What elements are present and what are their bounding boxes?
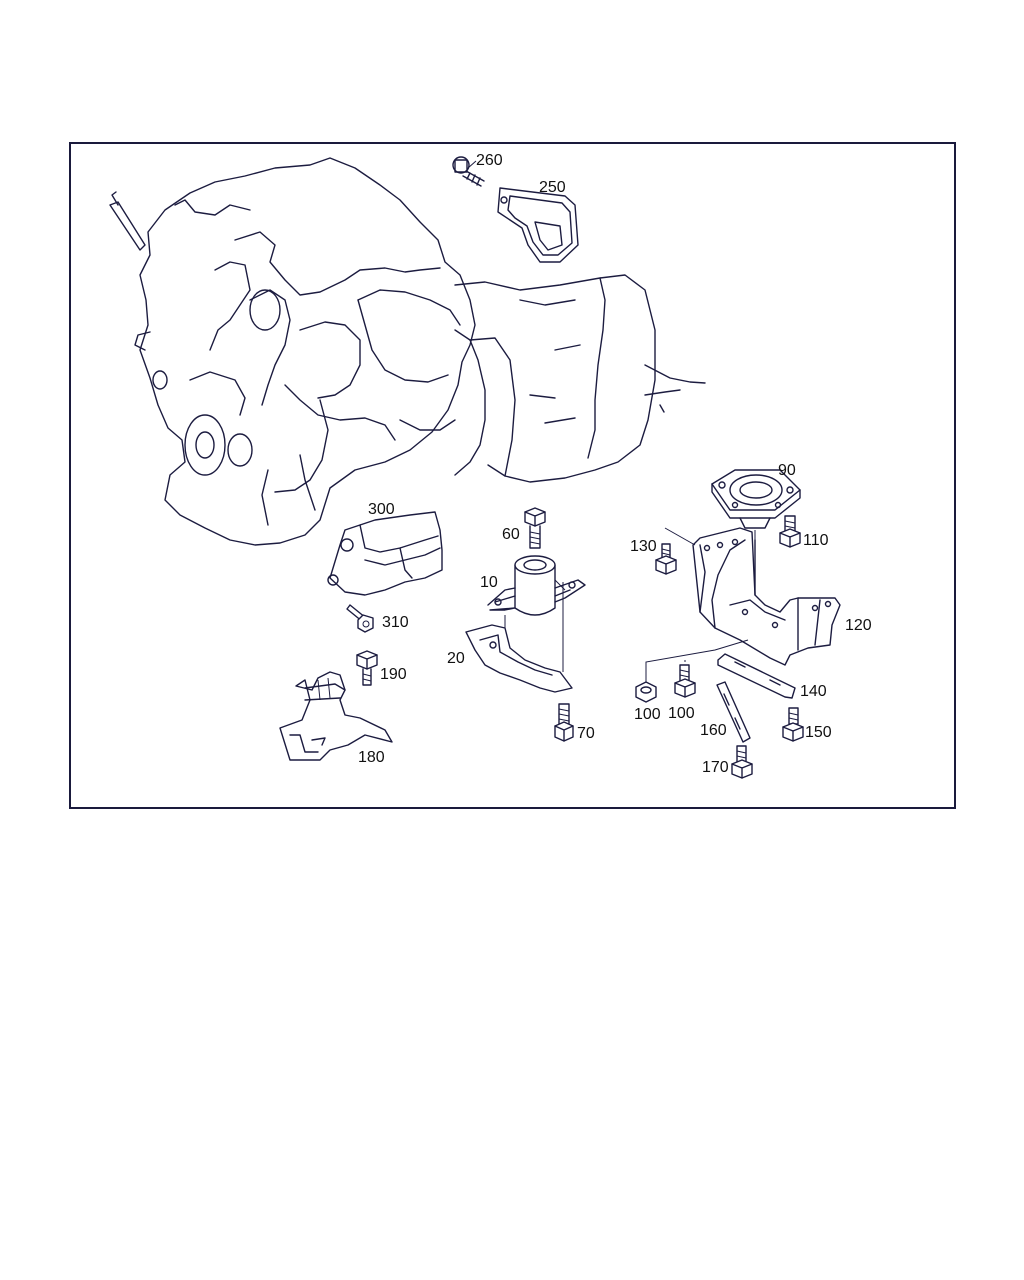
callout-label-260: 260 — [476, 152, 503, 169]
callout-label-250: 250 — [539, 179, 566, 196]
callout-label-130: 130 — [630, 538, 657, 555]
part-150-bolt — [782, 707, 804, 742]
part-120-crossmember-bracket — [692, 527, 841, 666]
part-20-heat-shield — [465, 615, 573, 693]
callout-label-100-nut: 100 — [634, 706, 661, 723]
callout-label-140: 140 — [800, 683, 827, 700]
callout-label-20: 20 — [447, 650, 465, 667]
callout-label-160: 160 — [700, 722, 727, 739]
part-190-bolt — [356, 650, 378, 686]
part-300-bracket — [327, 511, 443, 596]
engine-illustration — [109, 157, 476, 546]
part-90-rubber-mount — [711, 469, 801, 529]
part-100-bolt — [674, 664, 696, 698]
callout-label-180: 180 — [358, 749, 385, 766]
callout-label-120: 120 — [845, 617, 872, 634]
callout-label-300: 300 — [368, 501, 395, 518]
callout-label-110: 110 — [803, 532, 829, 549]
leader-lines — [562, 527, 756, 682]
part-110-bolt — [779, 515, 801, 548]
part-180-bracket — [279, 671, 393, 761]
callout-label-10: 10 — [480, 574, 498, 591]
callout-label-150: 150 — [805, 724, 832, 741]
part-170-bolt — [731, 745, 753, 779]
callout-label-90: 90 — [778, 462, 796, 479]
part-130-bolt — [655, 543, 677, 575]
diagram-frame — [69, 142, 956, 809]
callout-label-100-bolt: 100 — [668, 705, 695, 722]
part-70-bolt — [554, 703, 574, 742]
transmission-illustration — [454, 274, 706, 483]
callout-label-170: 170 — [702, 759, 729, 776]
callout-label-190: 190 — [380, 666, 407, 683]
callout-label-310: 310 — [382, 614, 409, 631]
part-140-strap — [717, 653, 796, 699]
part-160-strap — [716, 681, 751, 743]
part-260-bolt — [452, 156, 485, 187]
part-10-engine-mount — [487, 555, 586, 616]
callout-label-60: 60 — [502, 526, 520, 543]
part-250-bracket — [497, 187, 579, 263]
callout-label-70: 70 — [577, 725, 595, 742]
part-310-bolt — [346, 604, 374, 633]
part-60-bolt — [524, 507, 546, 549]
callout-labels: 260 250 90 300 60 110 130 10 120 310 20 … — [358, 152, 872, 776]
part-100-nut — [635, 681, 657, 703]
